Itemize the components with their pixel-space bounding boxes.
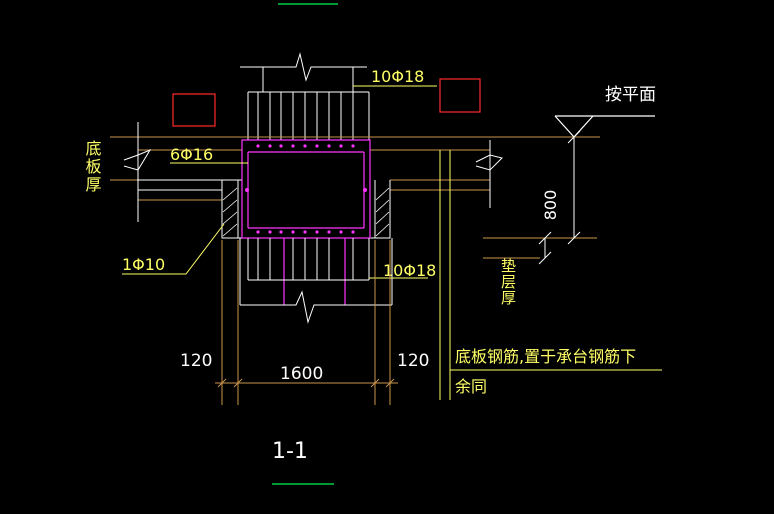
section-label: 1-1 [272, 439, 308, 464]
note-line2: 余同 [455, 377, 487, 396]
lower-column-bars [247, 238, 370, 281]
upper-column-bars [247, 91, 370, 140]
rebar-dots [245, 144, 367, 234]
elevation-symbol [554, 115, 655, 138]
slab-thickness-label: 底板厚 [83, 140, 102, 194]
rebar-side-label: 6Φ16 [170, 145, 213, 164]
cushion-label: 垫层厚 [499, 258, 517, 306]
top-break-line [240, 52, 367, 92]
left-break-line [123, 122, 222, 222]
wall-hatch [222, 187, 390, 237]
by-plan-label: 按平面 [605, 85, 656, 105]
note-line1: 底板钢筋,置于承台钢筋下 [455, 347, 636, 366]
dim-cushion [538, 231, 552, 265]
right-break-line [475, 140, 503, 208]
rebar-cage [241, 139, 371, 305]
dim-800 [567, 130, 581, 245]
stirrup-label: 1Φ10 [122, 255, 165, 274]
rebar-bottom-label: 10Φ18 [383, 261, 436, 280]
dim-120-left: 120 [180, 351, 212, 371]
bottom-break-line [239, 238, 393, 324]
dim-120-right: 120 [397, 351, 429, 371]
note-leader [439, 150, 662, 400]
base-dims [215, 240, 398, 405]
dim-1600: 1600 [280, 364, 323, 384]
left-red-marker [172, 93, 216, 127]
depth-800: 800 [541, 190, 560, 221]
rebar-top-label: 10Φ18 [371, 67, 424, 86]
right-red-marker [439, 78, 481, 113]
